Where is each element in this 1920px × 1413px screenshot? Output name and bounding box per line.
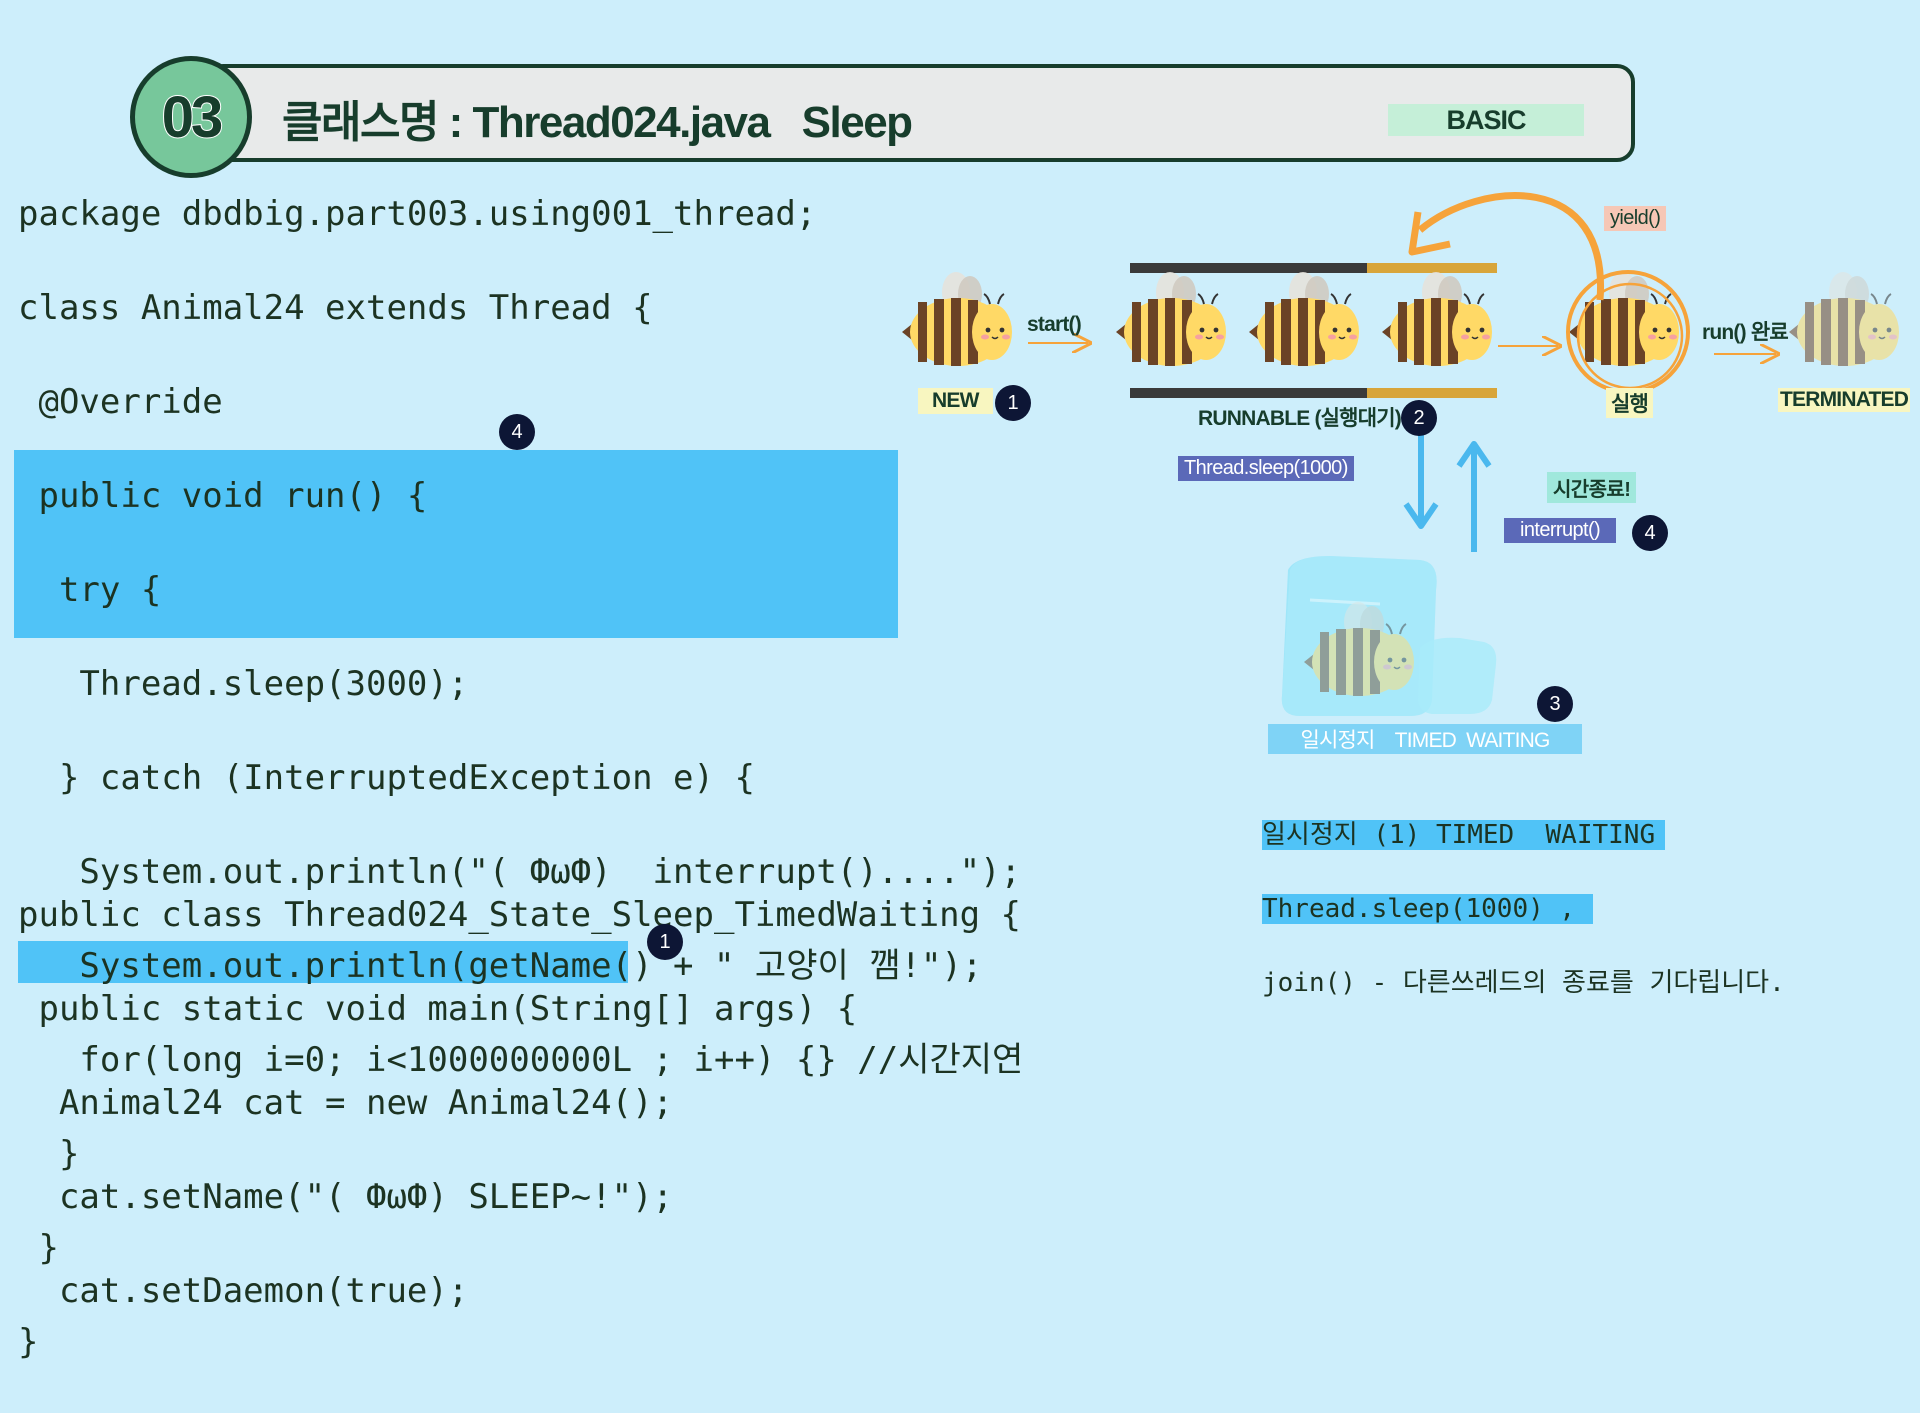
section-number-badge: 03 bbox=[130, 56, 252, 178]
cat-marker: 1 bbox=[647, 924, 683, 960]
catch-marker: 4 bbox=[499, 414, 535, 450]
waiting-state-num: 3 bbox=[1537, 686, 1573, 722]
start-label: start() bbox=[1027, 313, 1082, 336]
bee-new-icon bbox=[901, 271, 1013, 367]
code-line: System.out.println(getName() + " 고양이 깸!"… bbox=[18, 946, 983, 986]
runnable-top-bar-accent bbox=[1367, 263, 1497, 273]
bee-terminated-icon bbox=[1788, 271, 1900, 367]
running-state-label: 실행 bbox=[1606, 388, 1654, 418]
sleep-call-tag: Thread.sleep(1000) bbox=[1178, 456, 1354, 481]
runnable-bottom-bar bbox=[1130, 388, 1367, 398]
code-line: cat.setName("( ФωФ) SLEEP~!"); bbox=[18, 1177, 674, 1217]
interrupt-call-tag: interrupt() bbox=[1504, 518, 1617, 543]
note-line: join() - 다른쓰레드의 종료를 기다립니다. bbox=[1262, 968, 1785, 998]
code-block-animal24: package dbdbig.part003.using001_thread; … bbox=[18, 144, 1023, 1413]
section-number: 03 bbox=[161, 84, 224, 151]
waiting-state-label: 일시정지 TIMED WAITING bbox=[1268, 724, 1582, 754]
code-line: Thread.sleep(3000); bbox=[18, 664, 469, 704]
explanation-note: 일시정지 (1) TIMED WAITING Thread.sleep(1000… bbox=[1262, 780, 1785, 1039]
bee-runnable-1-icon bbox=[1115, 271, 1227, 367]
runnable-top-bar bbox=[1130, 263, 1367, 273]
code-line: public class Thread024_State_Sleep_Timed… bbox=[18, 895, 1022, 935]
code-line: try { bbox=[18, 570, 162, 610]
new-state-label: NEW bbox=[918, 388, 993, 414]
code-line: class Animal24 extends Thread { bbox=[18, 288, 653, 328]
runnable-state-label: RUNNABLE (실행대기) bbox=[1198, 407, 1402, 430]
code-line: public void run() { bbox=[18, 476, 428, 516]
new-animal-highlight bbox=[18, 941, 628, 983]
timeout-tag: 시간종료! bbox=[1547, 472, 1637, 503]
note-line: 일시정지 (1) TIMED WAITING bbox=[1262, 820, 1666, 850]
sleep-down-arrow-head bbox=[1403, 502, 1439, 529]
interrupt-num: 4 bbox=[1632, 515, 1668, 551]
yield-arrow-head bbox=[1408, 211, 1451, 256]
new-state-num: 1 bbox=[995, 385, 1031, 421]
runnable-bottom-bar-accent bbox=[1367, 388, 1497, 398]
page-title: 클래스명 : Thread024.java Sleep bbox=[282, 98, 913, 147]
level-badge: BASIC bbox=[1388, 104, 1584, 136]
ice-cube-small bbox=[1418, 637, 1497, 714]
note-line: Thread.sleep(1000) , bbox=[1262, 894, 1594, 924]
terminated-state-label: TERMINATED bbox=[1778, 388, 1911, 412]
code-line: for(long i=0; i<1000000000L ; i++) {} //… bbox=[18, 1040, 1024, 1080]
code-line: package dbdbig.part003.using001_thread; bbox=[18, 194, 817, 234]
code-line: @Override bbox=[18, 382, 223, 422]
runnable-state-num: 2 bbox=[1401, 400, 1437, 436]
yield-label: yield() bbox=[1604, 206, 1667, 231]
run-done-label: run() 완료 bbox=[1702, 321, 1789, 344]
yield-arrow bbox=[1417, 192, 1604, 301]
wake-up-arrow-head bbox=[1456, 441, 1492, 468]
code-line: } catch (InterruptedException e) { bbox=[18, 758, 755, 798]
code-line: System.out.println("( ФωФ) interrupt()..… bbox=[18, 852, 1022, 892]
bee-runnable-2-icon bbox=[1248, 271, 1360, 367]
code-line: cat.setDaemon(true); bbox=[18, 1271, 469, 1311]
code-line: Animal24 cat = new Animal24(); bbox=[18, 1083, 674, 1123]
catch-block-highlight bbox=[14, 450, 898, 638]
bee-runnable-3-icon bbox=[1381, 271, 1493, 367]
code-line: public static void main(String[] args) { bbox=[18, 989, 858, 1029]
thread-state-diagram bbox=[901, 192, 1900, 716]
bee-running-icon bbox=[1568, 271, 1680, 367]
